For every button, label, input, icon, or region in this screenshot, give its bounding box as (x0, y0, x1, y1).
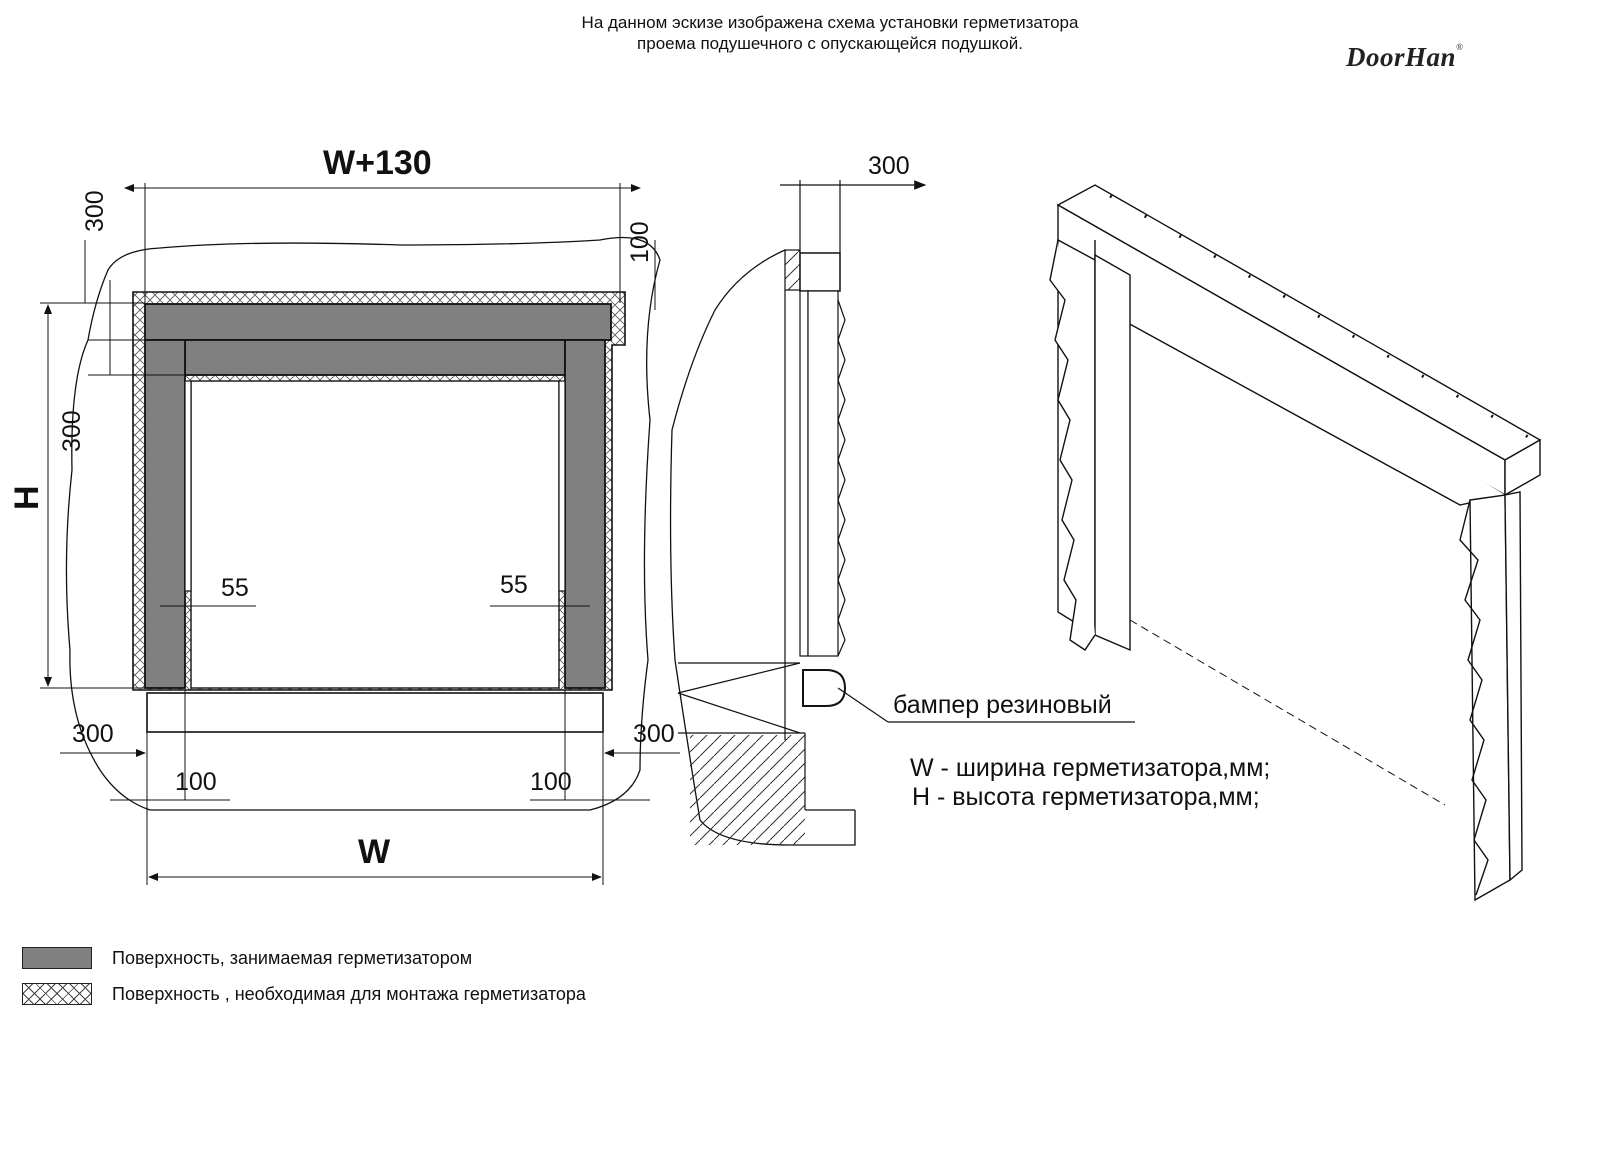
dim-bottom-left-100: 100 (175, 768, 217, 796)
dock-hatch (690, 735, 805, 845)
side-curtain (807, 290, 839, 657)
right-guide (558, 380, 566, 592)
legend-mount-swatch (22, 983, 92, 1005)
dim-bottom-right-100: 100 (530, 768, 572, 796)
dim-bottom-left-300: 300 (72, 720, 114, 748)
dim-side-300: 300 (868, 152, 910, 180)
doorhan-logo: DoorHan® (1346, 42, 1463, 73)
dim-left-300: 300 (58, 410, 86, 452)
dim-bottom-width: W (358, 833, 391, 871)
seal-top-header (144, 303, 612, 341)
side-header-box (799, 252, 841, 292)
floor-strip (146, 692, 604, 733)
logo-mark: ® (1456, 42, 1464, 52)
beam-end (1504, 438, 1541, 497)
legend-seal-surface: Поверхность, занимаемая герметизатором (22, 947, 472, 969)
dim-right-55: 55 (500, 571, 528, 599)
dim-left-55: 55 (221, 574, 249, 602)
logo-text: DoorHan (1346, 42, 1457, 72)
left-guide (184, 380, 192, 592)
dim-bottom-right-300: 300 (633, 720, 675, 748)
door-opening (190, 380, 560, 689)
seal-right-post (564, 339, 606, 689)
legend-mount-surface: Поверхность , необходимая для монтажа ге… (22, 983, 586, 1005)
perspective-view (1049, 184, 1542, 902)
right-flaps (1459, 499, 1489, 896)
side-hatch-top (784, 249, 801, 291)
legend-seal-label: Поверхность, занимаемая герметизатором (112, 947, 473, 968)
side-view (669, 180, 1135, 846)
header-line-1: На данном эскизе изображена схема устано… (581, 13, 1079, 32)
left-flaps (1049, 239, 1096, 651)
seal-top-lower (184, 339, 566, 376)
header-caption: На данном эскизе изображена схема устано… (430, 12, 1230, 54)
seal-left-post (144, 339, 186, 689)
dim-top-right-100: 100 (626, 221, 654, 263)
wall-outline (65, 236, 661, 811)
right-post (1469, 494, 1511, 902)
rubber-bumper (802, 669, 847, 707)
side-post (799, 290, 809, 657)
front-view (65, 236, 661, 811)
header-line-2: проема подушечного с опускающейся подушк… (637, 34, 1023, 53)
front-dimensions (40, 183, 680, 885)
legend-mount-label: Поверхность , необходимая для монтажа ге… (112, 983, 586, 1004)
w-definition: W - ширина герметизатора,мм; (910, 754, 1270, 782)
legend-seal-swatch (22, 947, 92, 969)
dim-top-width: W+130 (323, 144, 432, 182)
dim-height: H (8, 485, 46, 510)
bumper-label: бампер резиновый (893, 691, 1112, 719)
dim-top-left-300: 300 (81, 190, 109, 232)
h-definition: H - высота герметизатора,мм; (912, 783, 1260, 811)
